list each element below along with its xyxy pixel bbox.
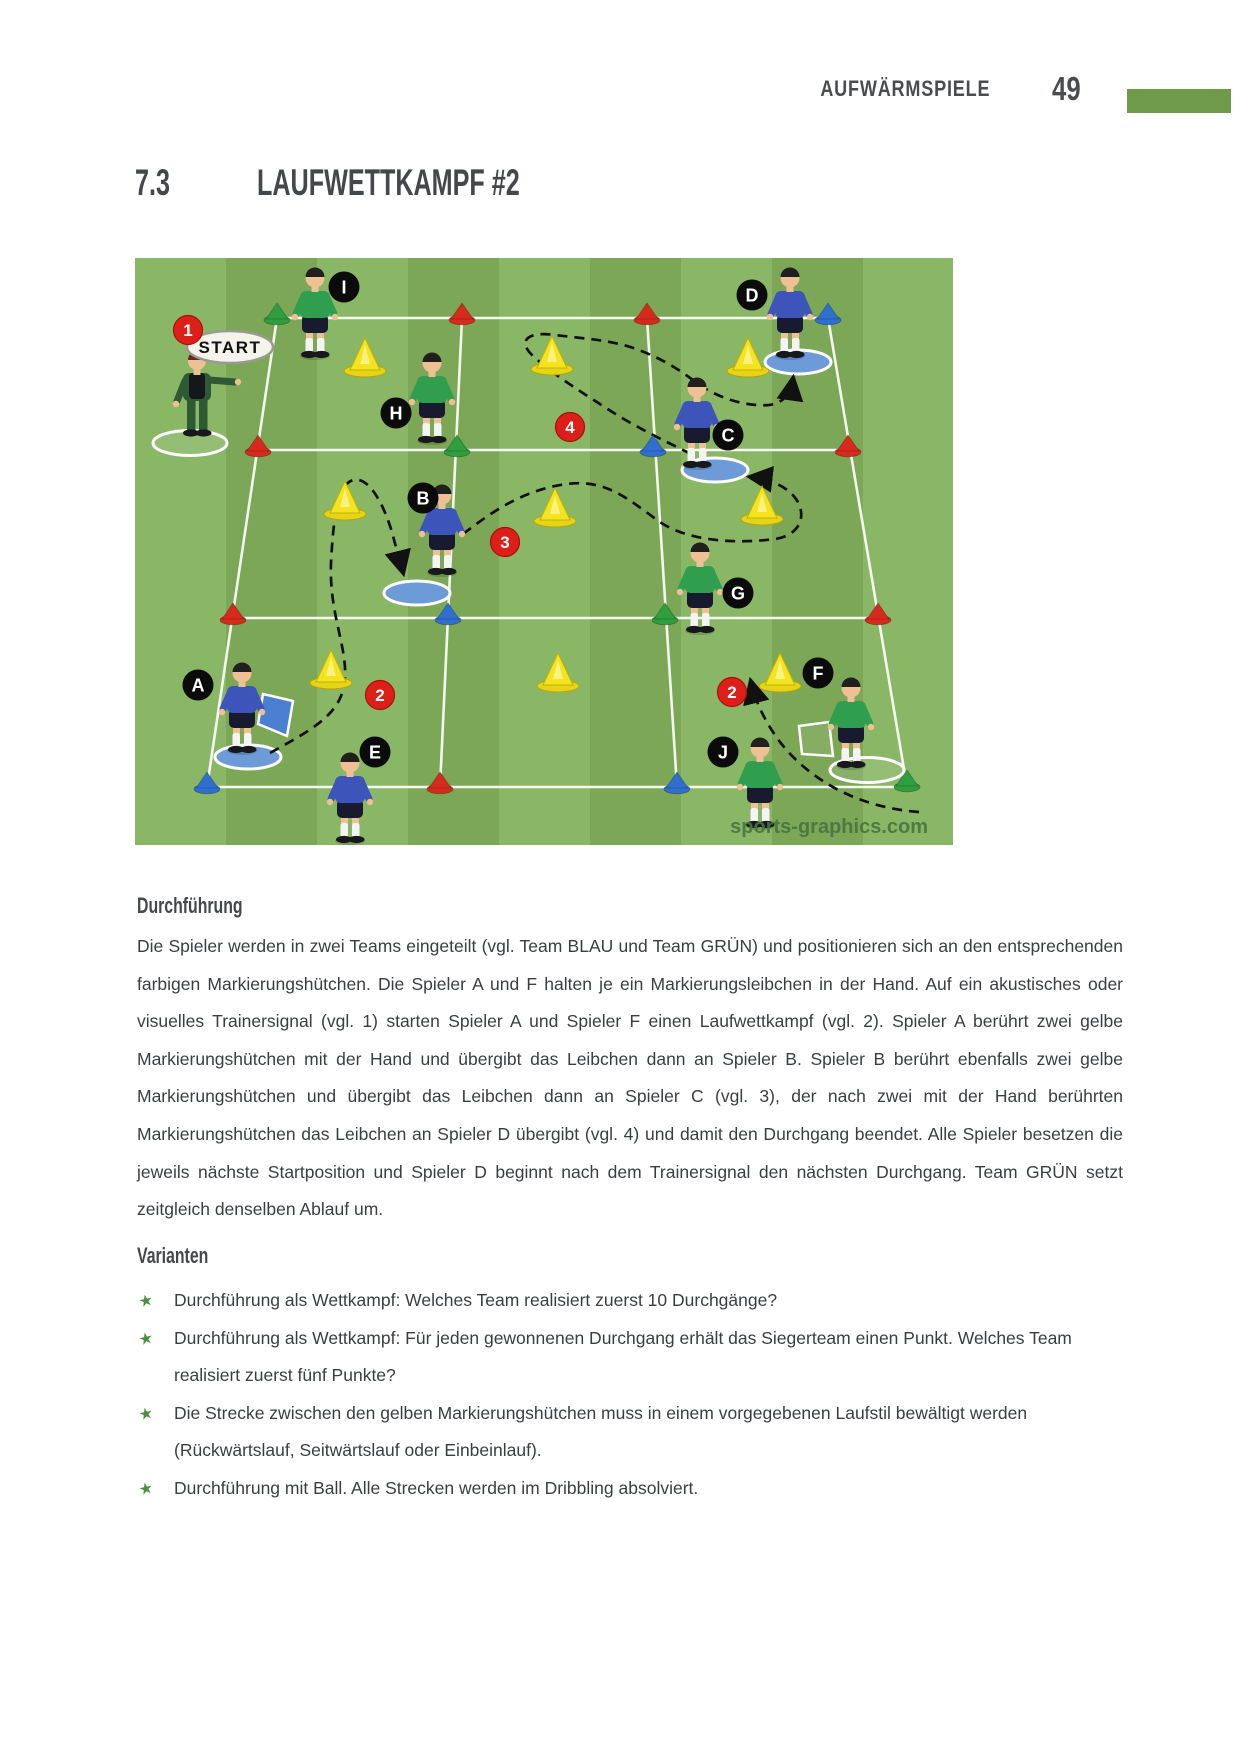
- red-cone: [448, 302, 476, 326]
- header-section-label: AUFWÄRMSPIELE: [819, 76, 990, 101]
- watermark: sports-graphics.com: [730, 816, 928, 838]
- step-badge-2: 2: [364, 679, 396, 711]
- green-cone: [263, 302, 291, 326]
- blue-cone: [639, 434, 667, 458]
- red-cone: [834, 434, 862, 458]
- player-H: [408, 352, 456, 445]
- svg-text:2: 2: [375, 686, 384, 705]
- svg-text:D: D: [746, 286, 759, 306]
- list-item: ★ Durchführung als Wettkampf: Für jeden …: [137, 1320, 1127, 1395]
- variant-text: Durchführung mit Ball. Alle Strecken wer…: [174, 1477, 699, 1498]
- player-label-C: C: [712, 419, 744, 451]
- durchfuehrung-paragraph: Die Spieler werden in zwei Teams eingete…: [137, 936, 1123, 1220]
- svg-text:J: J: [718, 743, 728, 763]
- red-cone: [426, 771, 454, 795]
- run-path-c-to-d: [524, 332, 804, 456]
- step-badge-2: 2: [716, 676, 748, 708]
- red-cone: [633, 302, 661, 326]
- header-accent-bar: [1127, 89, 1231, 113]
- player-label-G: G: [722, 577, 754, 609]
- star-bullet-icon: ★: [137, 1291, 155, 1312]
- player-label-E: E: [359, 736, 391, 768]
- svg-text:G: G: [731, 584, 745, 604]
- variants-list: ★ Durchführung als Wettkampf: Welches Te…: [137, 1282, 1127, 1508]
- variant-text: Durchführung als Wettkampf: Welches Team…: [174, 1290, 778, 1310]
- blue-cone: [434, 602, 462, 626]
- svg-text:E: E: [369, 743, 381, 763]
- step-badge-3: 3: [489, 526, 521, 558]
- player-label-F: F: [802, 657, 834, 689]
- star-bullet-icon: ★: [137, 1329, 155, 1349]
- yellow-cone: [323, 479, 367, 521]
- green-cone: [443, 434, 471, 458]
- heading-varianten: Varianten: [137, 1243, 209, 1268]
- chapter-number: 7.3: [135, 162, 170, 203]
- star-bullet-icon: ★: [137, 1404, 155, 1425]
- run-path-team-green: [743, 676, 920, 814]
- field-diagram: START 1 4 3 2 2 I H B A: [135, 258, 953, 845]
- player-label-J: J: [707, 736, 739, 768]
- svg-text:B: B: [417, 489, 430, 509]
- yellow-cone: [533, 486, 577, 528]
- variant-text: Durchführung als Wettkampf: Für jeden ge…: [174, 1327, 1072, 1386]
- svg-text:F: F: [813, 664, 824, 684]
- player-label-I: I: [328, 271, 360, 303]
- yellow-cone: [309, 648, 353, 690]
- training-bib: [797, 720, 835, 758]
- svg-text:START: START: [199, 338, 262, 357]
- red-cone: [219, 602, 247, 626]
- step-badge-4: 4: [554, 411, 586, 443]
- green-cone: [651, 602, 679, 626]
- player-label-H: H: [380, 397, 412, 429]
- run-path-b-to-c: [462, 465, 803, 543]
- star-bullet-icon: ★: [137, 1479, 155, 1500]
- page-number: 49: [1052, 70, 1081, 107]
- player-label-D: D: [736, 279, 768, 311]
- yellow-cone: [536, 651, 580, 693]
- player-G: [676, 542, 724, 635]
- run-path-a-to-b: [269, 478, 411, 755]
- player-A: [218, 662, 266, 755]
- blue-cone: [814, 302, 842, 326]
- svg-text:A: A: [192, 676, 205, 696]
- variant-text: Die Strecke zwischen den gelben Markieru…: [174, 1402, 1028, 1461]
- player-label-A: A: [182, 669, 214, 701]
- player-label-B: B: [407, 482, 439, 514]
- green-cone: [893, 769, 921, 793]
- red-cone: [244, 434, 272, 458]
- player-C: [673, 377, 721, 470]
- heading-durchfuehrung: Durchführung: [137, 893, 243, 918]
- white-start-spot: [828, 756, 906, 784]
- list-item: ★ Durchführung mit Ball. Alle Strecken w…: [137, 1470, 1127, 1508]
- player-J: [736, 737, 784, 830]
- player-I: [291, 267, 339, 360]
- svg-text:1: 1: [183, 321, 192, 340]
- yellow-cone: [726, 336, 770, 378]
- page-title: LAUFWETTKAMPF #2: [257, 162, 520, 203]
- yellow-cone: [530, 334, 574, 376]
- player-D: [766, 267, 814, 360]
- red-cone: [864, 602, 892, 626]
- list-item: ★ Durchführung als Wettkampf: Welches Te…: [137, 1282, 1127, 1320]
- player-F: [827, 677, 875, 770]
- step-badge-1: 1: [172, 314, 204, 346]
- player-E: [326, 752, 374, 845]
- blue-cone: [193, 771, 221, 795]
- svg-text:C: C: [722, 426, 735, 446]
- field-grid-lines: [205, 316, 909, 789]
- blue-start-spot: [382, 579, 452, 607]
- yellow-cone: [740, 484, 784, 526]
- yellow-cone: [343, 336, 387, 378]
- start-marker: START: [185, 329, 275, 365]
- svg-text:4: 4: [565, 418, 575, 437]
- yellow-cone: [758, 651, 802, 693]
- blue-cone: [663, 771, 691, 795]
- svg-text:3: 3: [500, 533, 509, 552]
- svg-text:H: H: [390, 404, 403, 424]
- list-item: ★ Die Strecke zwischen den gelben Markie…: [137, 1395, 1127, 1470]
- svg-text:I: I: [341, 278, 346, 298]
- svg-text:2: 2: [727, 683, 736, 702]
